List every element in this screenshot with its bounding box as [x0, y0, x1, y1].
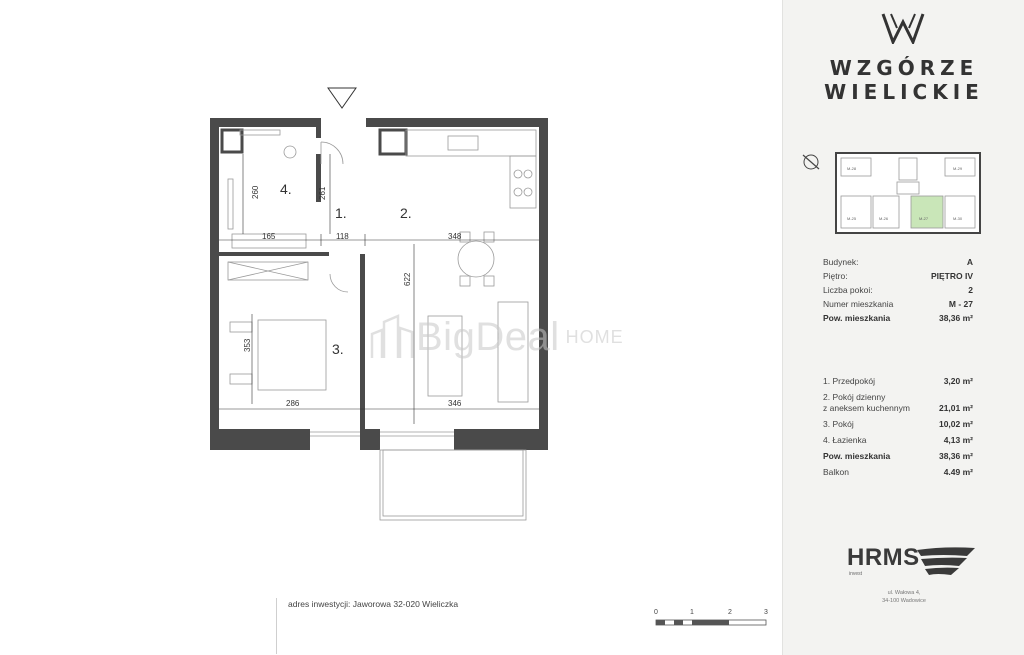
scale-tick-2: 2 [728, 609, 732, 616]
dim-118: 118 [336, 232, 349, 241]
dim-260: 260 [251, 185, 260, 199]
dim-261: 261 [318, 186, 327, 200]
info-row: Piętro:PIĘTRO IV [823, 271, 973, 281]
keyplan-unit: M-29 [953, 166, 963, 171]
dim-348: 348 [448, 232, 462, 241]
keyplan-unit: M-25 [847, 216, 857, 221]
dim-286: 286 [286, 399, 300, 408]
developer-sub: invest [849, 571, 863, 577]
watermark-text: BigDeal [416, 314, 560, 359]
divider [276, 598, 277, 654]
dim-346: 346 [448, 399, 462, 408]
hrms-wing-icon [917, 547, 975, 575]
dim-622: 622 [403, 272, 412, 286]
keyplan-unit: M-26 [879, 216, 889, 221]
w-logo-icon [881, 13, 925, 44]
developer-logo: HRMS invest [847, 544, 977, 584]
walls [210, 118, 548, 450]
room-label-1: 1. [335, 205, 347, 221]
brand-name-line1: WZGÓRZE [829, 56, 979, 80]
apartment-info: Budynek:A Piętro:PIĘTRO IV Liczba pokoi:… [823, 255, 973, 325]
entrance-marker [327, 87, 357, 109]
building-keyplan: M-28 M-29 M-25 M-26 M-27 M-30 [835, 152, 981, 234]
scale-tick-3: 3 [764, 609, 768, 616]
building-icon [370, 314, 414, 358]
info-row: Liczba pokoi:2 [823, 285, 973, 295]
compass-icon [802, 154, 820, 170]
keyplan-unit: M-28 [847, 166, 857, 171]
floor-plan: 1. 2. 3. 4. 260 261 165 118 348 622 353 … [210, 87, 548, 521]
room-label-3: 3. [332, 341, 344, 357]
scale-bar: 0 1 2 3 [654, 609, 768, 626]
fixtures [227, 129, 537, 521]
room-label-2: 2. [400, 205, 412, 221]
keyplan-unit-highlight: M-27 [919, 216, 929, 221]
keyplan-unit: M-30 [953, 216, 963, 221]
room-label-4: 4. [280, 181, 292, 197]
dim-165: 165 [262, 232, 276, 241]
watermark-sub: HOME [565, 326, 624, 347]
scale-tick-1: 1 [690, 609, 694, 616]
developer-name: HRMS [847, 544, 920, 571]
dimension-lines [219, 154, 539, 424]
watermark: BigDeal HOME [368, 312, 624, 362]
investment-address: adres inwestycji: Jaworowa 32-020 Wielic… [288, 599, 459, 609]
info-panel: WZGÓRZE WIELICKIE M-28 M-29 M-25 M-26 M-… [782, 0, 1024, 655]
developer-address-line1: ul. Wałowa 4, [887, 590, 921, 596]
scale-tick-0: 0 [654, 609, 658, 616]
developer-address-line2: 34-100 Wadowice [882, 598, 926, 604]
brand-name-line2: WIELICKIE [824, 80, 984, 104]
info-row: Budynek:A [823, 257, 973, 267]
dim-353: 353 [243, 338, 252, 352]
